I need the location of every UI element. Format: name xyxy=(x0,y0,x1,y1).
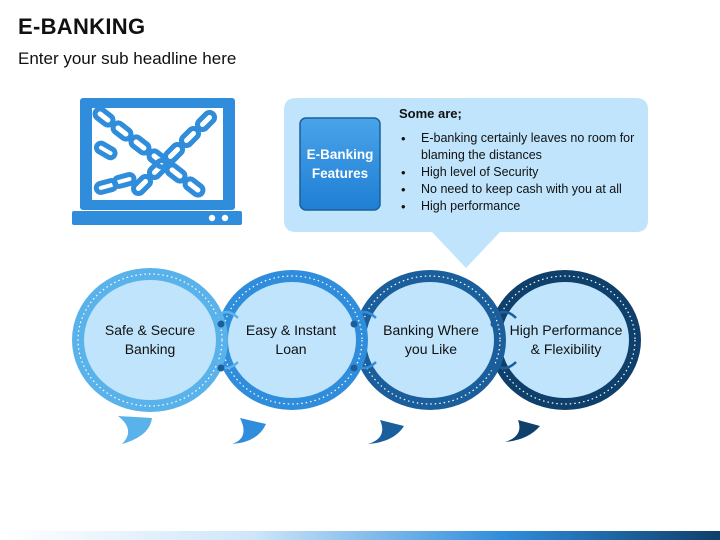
feature-item: High performance xyxy=(399,198,644,215)
bubble-2-label: Easy & Instant Loan xyxy=(245,322,337,357)
callout-heading: Some are; xyxy=(399,106,462,121)
feature-item: High level of Security xyxy=(399,164,644,181)
page-subtitle: Enter your sub headline here xyxy=(18,49,237,68)
feature-item: E-banking certainly leaves no room for b… xyxy=(399,130,644,164)
bubble-4-shape xyxy=(489,270,641,442)
feature-item: No need to keep cash with you at all xyxy=(399,181,644,198)
bubble-4-label: High Performance & Flexibility xyxy=(509,322,623,357)
link-hooks xyxy=(215,310,517,372)
feature-list: E-banking certainly leaves no room for b… xyxy=(399,130,644,215)
bubble-1-label: Safe & Secure Banking xyxy=(104,322,196,357)
page-title: E-BANKING xyxy=(18,14,146,39)
bubble-2-shape xyxy=(216,270,368,444)
bubble-3-shape xyxy=(354,270,506,444)
feature-box-label: E-Banking Features xyxy=(306,147,374,181)
bubble-1-shape xyxy=(72,268,228,444)
footer-bar xyxy=(0,531,720,540)
bubble-3-label: Banking Where you Like xyxy=(383,322,479,357)
laptop-chain-icon xyxy=(72,98,242,225)
feature-box-shape xyxy=(299,117,381,211)
